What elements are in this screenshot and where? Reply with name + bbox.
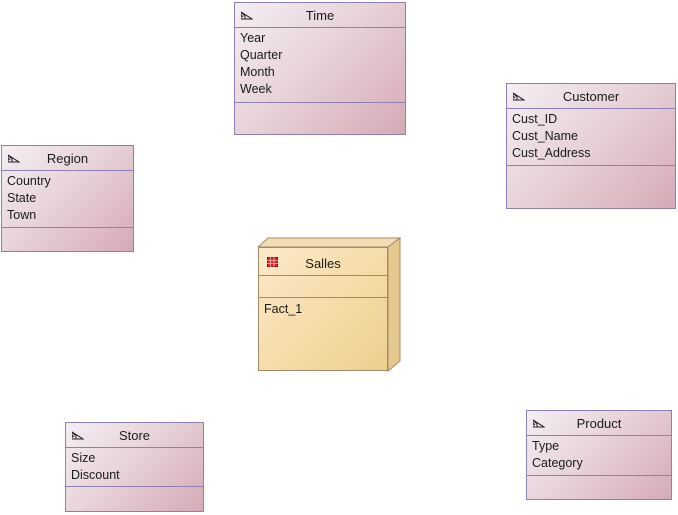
attribute: Type bbox=[532, 439, 560, 453]
fact-title: Salles bbox=[305, 256, 341, 271]
attribute: Size bbox=[71, 451, 96, 465]
dimension-title: Store bbox=[118, 428, 151, 443]
dimension-region[interactable]: Region Country State Town bbox=[1, 145, 134, 252]
dimension-icon bbox=[72, 431, 84, 440]
dimension-header: Customer bbox=[507, 84, 675, 109]
dimension-header: Region bbox=[2, 146, 133, 171]
dimension-customer[interactable]: Customer Cust_ID Cust_Name Cust_Address bbox=[506, 83, 676, 209]
cube-depth bbox=[258, 237, 402, 373]
dimension-title: Customer bbox=[562, 89, 620, 104]
dimension-title: Region bbox=[46, 151, 89, 166]
dimension-header: Time bbox=[235, 3, 405, 28]
fact-header: Salles bbox=[259, 248, 387, 276]
dimension-store[interactable]: Store Size Discount bbox=[65, 422, 204, 512]
attribute: Town bbox=[7, 208, 37, 222]
attribute-list: Country State Town bbox=[2, 171, 133, 228]
attribute-list: Type Category bbox=[527, 436, 671, 476]
measure-list: Fact_1 bbox=[259, 298, 387, 321]
attribute-list: Year Quarter Month Week bbox=[235, 28, 405, 103]
fact-body: Salles Fact_1 bbox=[258, 247, 388, 371]
dimension-product[interactable]: Product Type Category bbox=[526, 410, 672, 500]
dimension-title: Time bbox=[305, 8, 335, 23]
attribute-list: Size Discount bbox=[66, 448, 203, 487]
attribute: Cust_ID bbox=[512, 112, 558, 126]
attribute: Quarter bbox=[240, 48, 283, 62]
dimension-header: Product bbox=[527, 411, 671, 436]
attribute: Country bbox=[7, 174, 51, 188]
fact-cube-icon bbox=[267, 257, 278, 267]
attribute: Month bbox=[240, 65, 275, 79]
attribute: Year bbox=[240, 31, 266, 45]
attribute: State bbox=[7, 191, 37, 205]
dimension-icon bbox=[8, 154, 20, 163]
dimension-title: Product bbox=[576, 416, 622, 431]
dimension-icon bbox=[241, 11, 253, 20]
attribute: Discount bbox=[71, 468, 120, 482]
attribute: Cust_Name bbox=[512, 129, 578, 143]
dimension-icon bbox=[533, 419, 545, 428]
dimension-header: Store bbox=[66, 423, 203, 448]
dimension-icon bbox=[513, 92, 525, 101]
attribute: Week bbox=[240, 82, 272, 96]
attribute: Cust_Address bbox=[512, 146, 591, 160]
fact-divider bbox=[259, 276, 387, 298]
attribute: Category bbox=[532, 456, 583, 470]
fact-table-salles[interactable]: Salles Fact_1 bbox=[258, 237, 402, 375]
attribute-list: Cust_ID Cust_Name Cust_Address bbox=[507, 109, 675, 166]
measure: Fact_1 bbox=[264, 302, 303, 316]
dimension-time[interactable]: Time Year Quarter Month Week bbox=[234, 2, 406, 135]
